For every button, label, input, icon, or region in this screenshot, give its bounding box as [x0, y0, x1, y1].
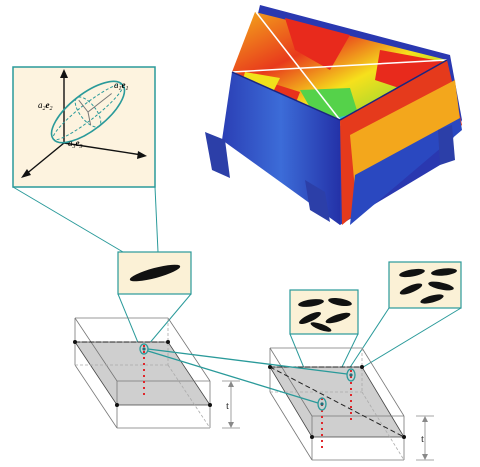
right-bottom-right [361, 391, 405, 461]
fem-box-part [205, 5, 462, 225]
fiber-group-upper [399, 268, 457, 304]
connector-inset-left [12, 186, 124, 253]
right-top-left [269, 347, 313, 417]
principal-axis-2 [78, 99, 89, 113]
part-right-wall-band [350, 80, 460, 190]
fiber [325, 312, 351, 324]
fiber [428, 281, 454, 291]
callout-upper-leader-right [354, 307, 462, 373]
right-bottom-left [269, 391, 313, 461]
label-a3e3: a3e3 [68, 138, 83, 150]
part-foot-front [305, 180, 330, 222]
left-corner-2 [166, 340, 170, 344]
left-dim-arrow-down [228, 422, 234, 428]
part-ridge-1 [255, 11, 341, 121]
part-foot-right [438, 125, 455, 165]
right-element-diagonal [269, 366, 405, 438]
right-corner-3 [310, 435, 314, 439]
label-a2e2: a2e2 [38, 100, 53, 112]
fiber [399, 283, 423, 295]
callout-leader-right [147, 293, 192, 346]
part-rim-front [231, 71, 341, 121]
fiber [299, 312, 321, 324]
axis-y [24, 142, 65, 176]
label-a1e1: a1e1 [114, 80, 129, 92]
right-corner-2 [360, 365, 364, 369]
connector-inset-right [154, 186, 159, 253]
right-corner-4 [402, 435, 406, 439]
right-sample-point-ring-upper [346, 368, 356, 382]
left-bottom-right [167, 364, 211, 429]
ellipsoid [50, 80, 126, 144]
right-dim-arrow-up [422, 416, 428, 422]
left-thickness-label: t [226, 400, 229, 412]
right-sample-point-ring-lower [317, 397, 327, 411]
ellipsoid-inset: a1e1 a2e2 a3e3 [12, 66, 156, 188]
axis-y-arrow [21, 169, 31, 178]
mapping-line-lower [147, 350, 319, 404]
fiber [431, 268, 457, 276]
ellipsoid-inset-frame [12, 66, 156, 188]
right-corner-1 [268, 365, 272, 369]
right-thickness-label: t [421, 433, 424, 445]
left-dim-arrow-up [228, 381, 234, 387]
left-sample-point [142, 347, 146, 351]
left-top-front-left [74, 317, 118, 382]
right-sample-point-lower [320, 402, 324, 406]
left-bottom-left [74, 364, 118, 429]
left-corner-1 [73, 340, 77, 344]
principal-axis-1 [87, 93, 112, 113]
left-top-front-right [167, 317, 211, 382]
right-specimen: t [268, 261, 462, 461]
left-corner-4 [208, 403, 212, 407]
fiber [399, 268, 425, 278]
right-top-right [361, 347, 405, 417]
part-ridge-2 [231, 59, 448, 73]
axis-x-arrow [137, 151, 147, 159]
principal-axis-3 [87, 111, 92, 126]
right-sample-point-upper [349, 373, 353, 377]
fiber [310, 322, 332, 332]
part-hotspot-1 [285, 18, 350, 70]
fiber-group-lower [298, 297, 352, 332]
fiber [328, 297, 352, 307]
part-rim-right [339, 59, 448, 121]
axis-z-arrow [60, 69, 68, 78]
fiber [298, 299, 324, 307]
right-dim-arrow-down [422, 454, 428, 460]
callout-leader-left [117, 293, 140, 346]
mapping-line-upper [147, 348, 348, 375]
callout-upper-leader-left [346, 307, 390, 373]
fiber-callout-lower [289, 289, 359, 335]
fiber [420, 294, 444, 304]
part-right-wall-foot [350, 118, 462, 225]
single-fiber [129, 264, 181, 282]
axis-x [63, 142, 143, 156]
left-specimen: t [73, 251, 240, 429]
left-corner-3 [115, 403, 119, 407]
part-foot-left [205, 132, 230, 178]
